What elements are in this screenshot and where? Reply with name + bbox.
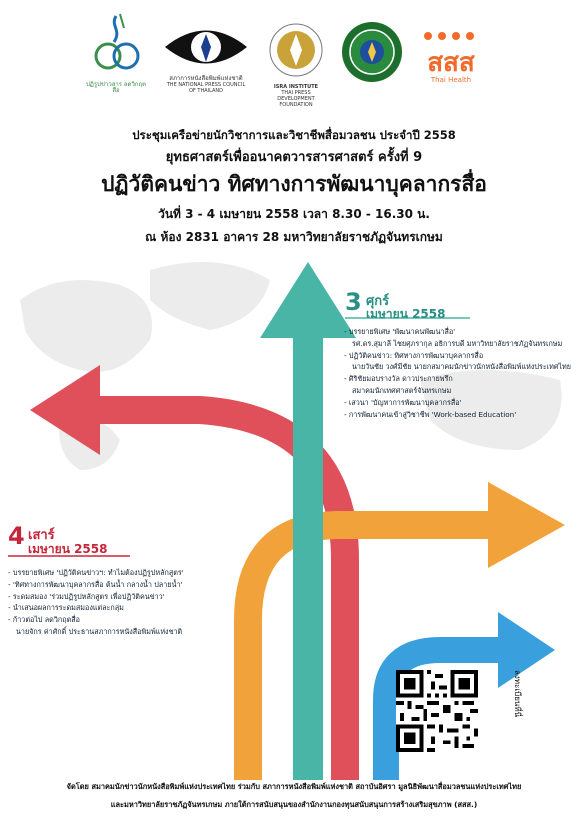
orange-arrowhead (488, 482, 565, 568)
isra-caption: ISRA INSTITUTE (273, 84, 319, 90)
event-headline: ปฏิวัติคนข่าว ทิศทางการพัฒนาบุคลากรสื่อ (101, 171, 487, 196)
day-one-agenda: บรรยายพิเศษ 'พัฒนาคนพัฒนาสื่อ' รศ.ดร.สุม… (344, 326, 584, 420)
national-press-council-logo: สภาการหนังสือพิมพ์แห่งชาติ THE NATIONAL … (163, 22, 249, 102)
blue-arrow (373, 637, 500, 780)
organizer-credits: จัดโดย สมาคมนักข่าวนักหนังสือพิมพ์แห่งปร… (66, 782, 522, 791)
thai-health-logo: สสส Thai Health (418, 30, 484, 100)
university-seal-icon (342, 22, 402, 82)
agenda-speaker: นายวันชัย วงศ์มีชัย นายกสมาคมนักข่าวนักห… (352, 362, 572, 372)
thai-health-caption-en: Thai Health (430, 76, 472, 84)
agenda-item: ปฏิวัติคนข่าว: ทิศทางการพัฒนาบุคลากรสื่อ (344, 350, 584, 362)
agenda-speaker: สมาคมนักเทศศาสตร์จันทรเกษม (352, 385, 452, 395)
isra-emblem-icon (269, 23, 323, 77)
agenda-item: 'ทิศทางการพัฒนาบุคลากรสื่อ ต้นน้ำ กลางน้… (8, 579, 308, 591)
red-arrowhead (30, 365, 100, 455)
tja-emblem-icon (94, 13, 140, 70)
day-two-weekday: เสาร์ (28, 528, 55, 543)
agenda-item: นำเสนอผลการระดมสมองแต่ละกลุ่ม (8, 602, 308, 614)
day-one-month: เมษายน 2558 (366, 307, 446, 321)
tja-caption: ปฏิรูปข่าวสาร ลดวิกฤตสื่อ (86, 81, 146, 94)
agenda-item: ศิริชัยมอบรางวัล ดาวประกายพรึก (344, 373, 584, 385)
agenda-item: การพัฒนาคนเข้าสู่วิชาชีพ 'Work-based Edu… (344, 409, 584, 421)
registration-qr-code[interactable] (396, 670, 478, 752)
day-two-agenda: บรรยายพิเศษ 'ปฏิวัติคนข่าวฯ: ทำไมต้องปฏิ… (8, 567, 308, 638)
teal-arrowhead (260, 262, 356, 338)
thai-health-wordmark: สสส (427, 48, 475, 78)
press-council-eye-icon (165, 30, 247, 64)
press-council-caption-en: THE NATIONAL PRESS COUNCIL OF THAILAND (166, 82, 246, 94)
agenda-item: ก้าวต่อไป ลดวิกฤตสื่อ (8, 614, 308, 626)
isra-caption-en: THAI PRESS DEVELOPMENT FOUNDATION (277, 90, 315, 108)
agenda-item: ระดมสมอง 'ร่วมปฏิรูปหลักสูตร เพื่อปฏิวัต… (8, 591, 308, 603)
agenda-item: บรรยายพิเศษ 'ปฏิวัติคนข่าวฯ: ทำไมต้องปฏิ… (8, 567, 308, 579)
thai-health-people-icon (424, 32, 474, 40)
qr-caption: ลงทะเบียนที่นี่ (513, 670, 522, 718)
agenda-item: เสวนา 'บัญหาการพัฒนาบุคลากรสื่อ' (344, 397, 584, 409)
event-venue: ณ ห้อง 2831 อาคาร 28 มหาวิทยาลัยราชภัฏจั… (145, 230, 443, 244)
agenda-speaker: นายจักร ค่าศักดิ์ ประธานสภาการหนังสือพิม… (16, 626, 183, 636)
conference-subtitle: ยุทธศาสตร์เพื่ออนาคตวารสารศาสตร์ ครั้งที… (165, 150, 423, 165)
day-two-number: 4 (8, 522, 25, 550)
event-date: วันที่ 3 - 4 เมษายน 2558 เวลา 8.30 - 16.… (158, 207, 430, 221)
day-one-number: 3 (345, 288, 362, 316)
agenda-item: บรรยายพิเศษ 'พัฒนาคนพัฒนาสื่อ' (344, 326, 584, 338)
day-two-month: เมษายน 2558 (28, 542, 108, 556)
qr-code-icon (396, 670, 478, 752)
isra-institute-logo: ISRA INSTITUTE THAI PRESS DEVELOPMENT FO… (262, 22, 330, 108)
thai-journalists-association-logo: ปฏิรูปข่าวสาร ลดวิกฤตสื่อ (86, 8, 146, 103)
day-one-weekday: ศุกร์ (366, 294, 390, 309)
chandrakasem-rajabhat-logo (340, 20, 404, 84)
blue-arrowhead (498, 612, 555, 688)
sponsor-credits: และมหาวิทยาลัยราชภัฏจันทรเกษม ภายใต้การส… (110, 800, 478, 809)
logo-bar: ปฏิรูปข่าวสาร ลดวิกฤตสื่อ สภาการหนังสือพ… (0, 0, 588, 120)
press-council-caption: สภาการหนังสือพิมพ์แห่งชาติ (169, 75, 243, 82)
conference-title: ประชุมเครือข่ายนักวิชาการและวิชาชีพสื่อม… (132, 128, 456, 142)
agenda-speaker: รศ.ดร.สุมาลี ไชยศุภรากุล อธิการบดี มหาวิ… (352, 338, 563, 348)
